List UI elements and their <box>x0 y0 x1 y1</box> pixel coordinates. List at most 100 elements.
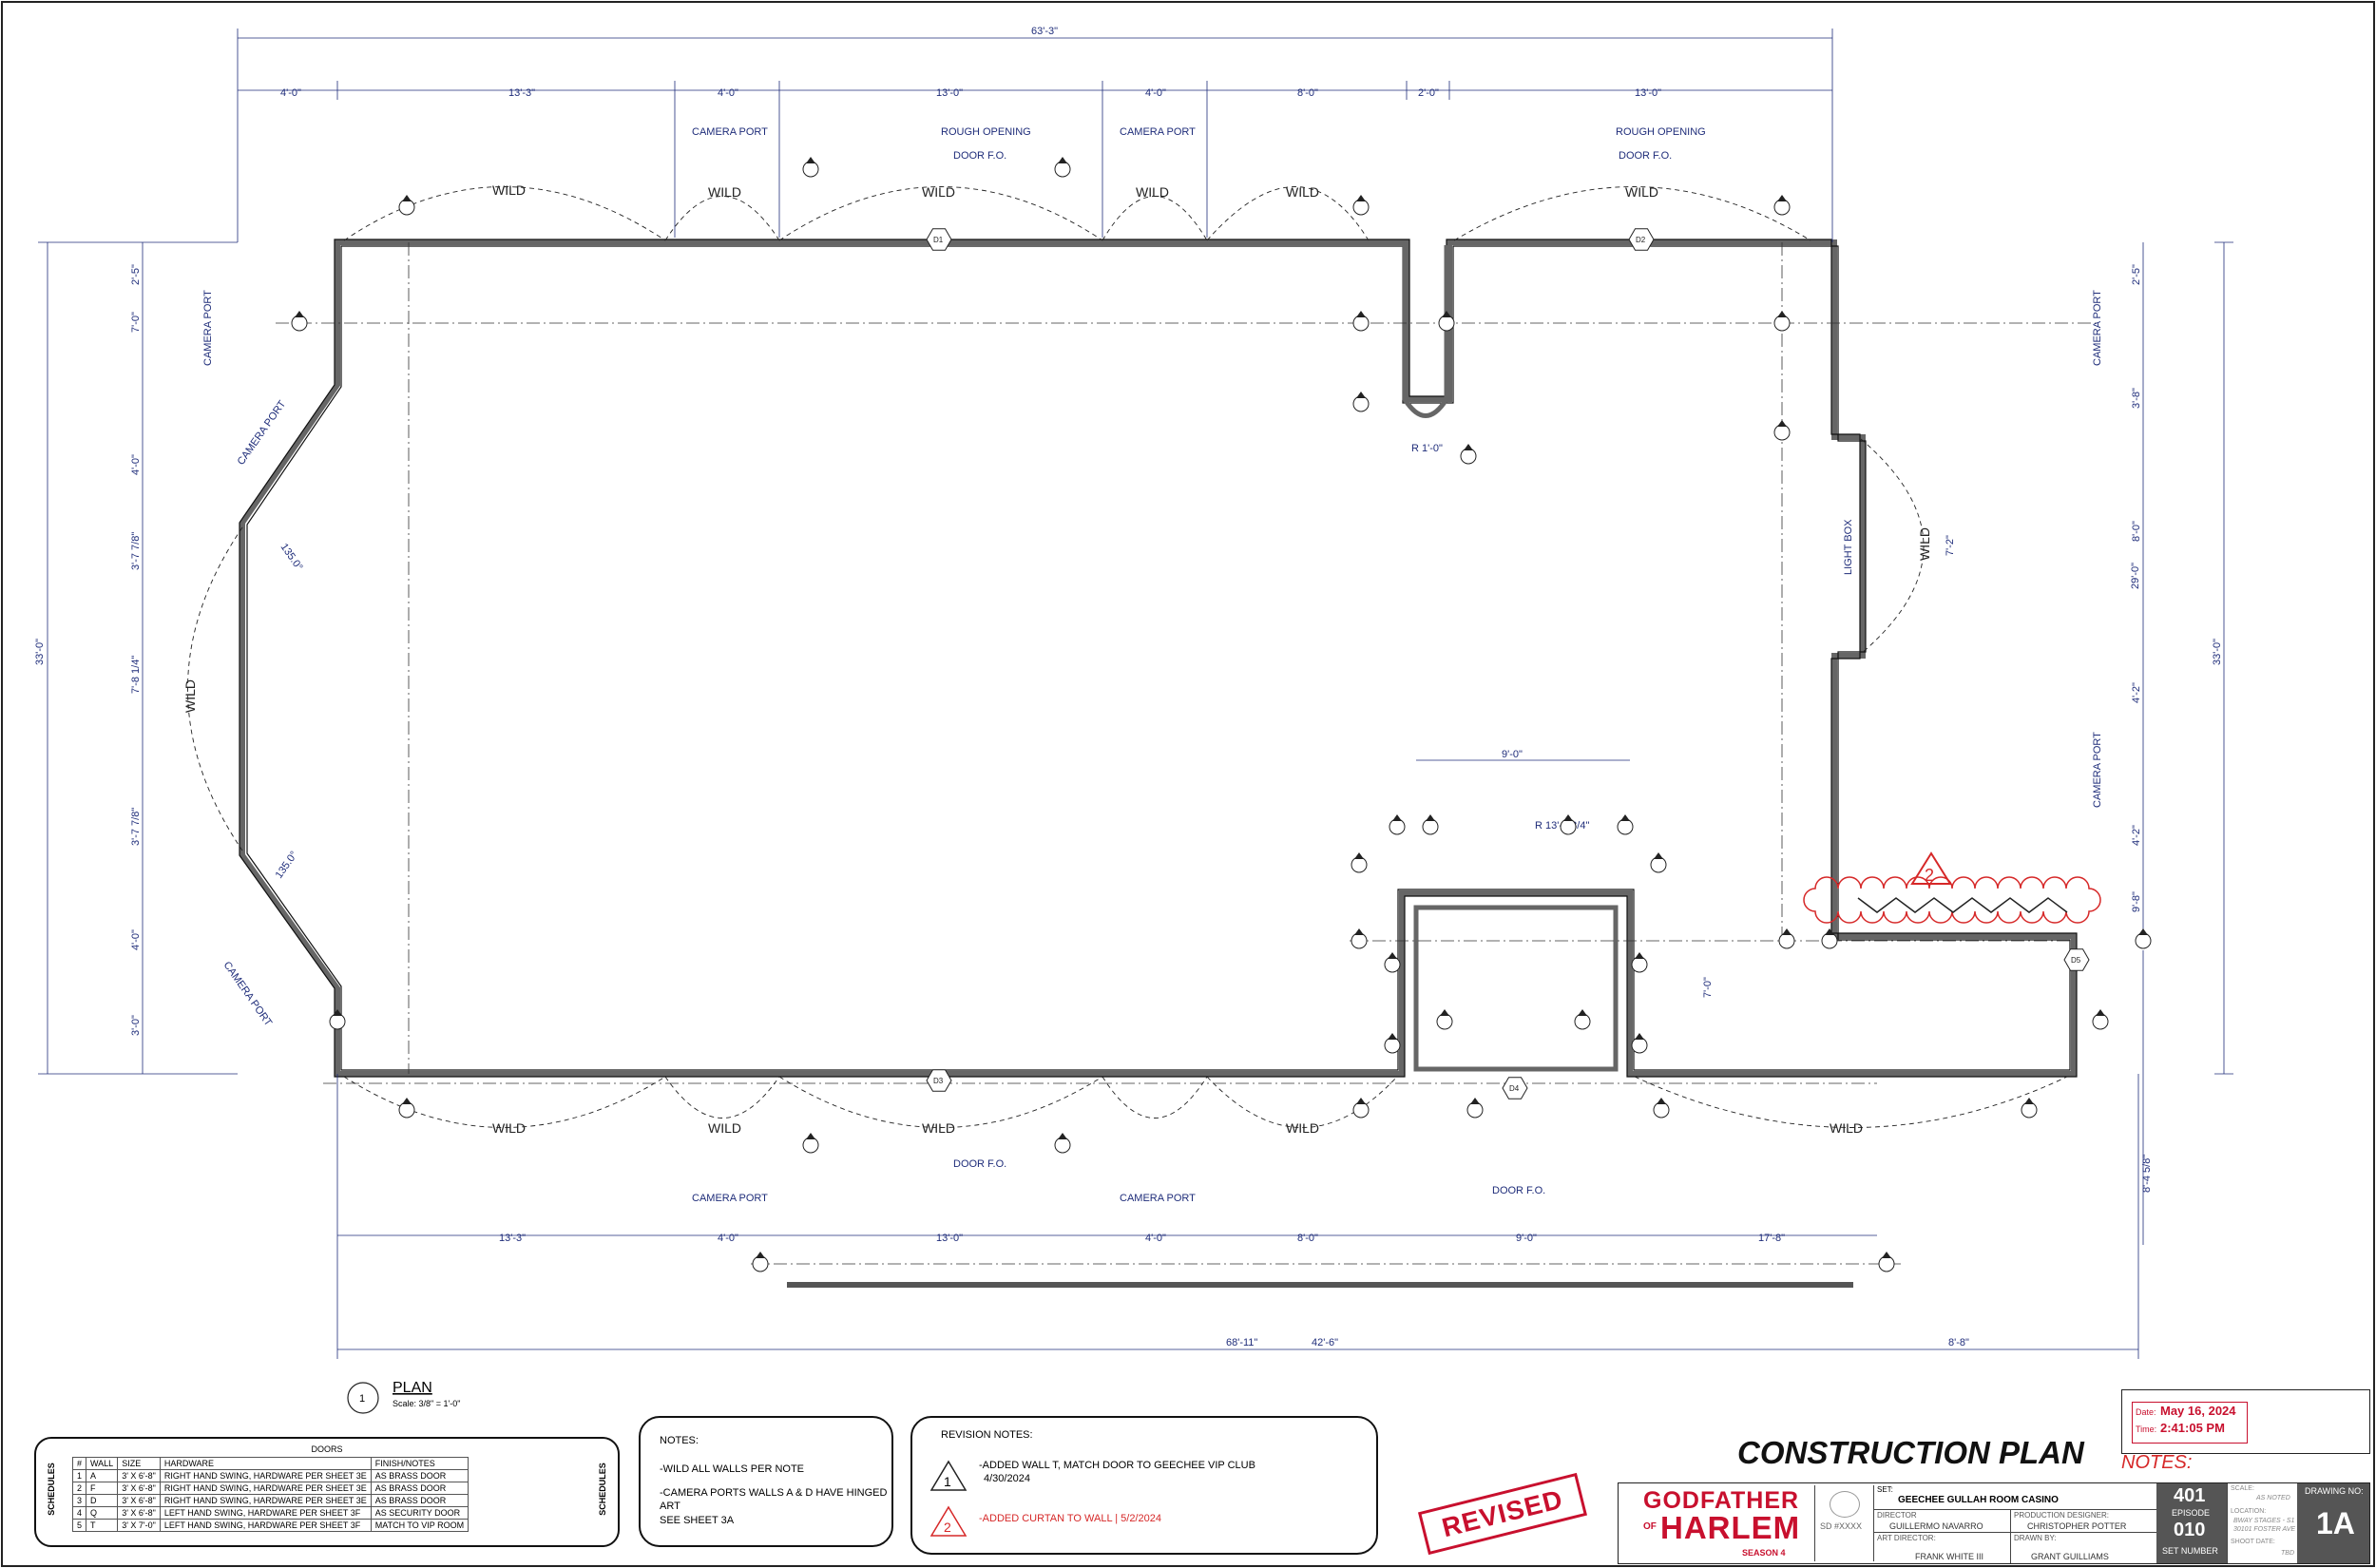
door-tag-hexagon <box>926 228 952 251</box>
schedule-cell: 3' X 6'-8" <box>117 1469 161 1482</box>
elevation-marker-arrow <box>1777 195 1787 201</box>
door-tag-label: D4 <box>1509 1084 1520 1093</box>
schedule-cell: RIGHT HAND SWING, HARDWARE PER SHEET 3E <box>159 1494 372 1507</box>
location-label: LOCATION: <box>2231 1508 2267 1515</box>
show-logo: GODFATHER OF HARLEM SEASON 4 <box>1624 1485 1815 1561</box>
elevation-marker-arrow <box>1354 928 1364 935</box>
wall-outline <box>240 239 2077 1077</box>
wild-label: WILD <box>1136 184 1169 200</box>
lightbox-height-dim: 7'-2" <box>1945 535 1956 556</box>
svg-text:2: 2 <box>944 1520 951 1535</box>
schedule-cell: F <box>86 1482 119 1495</box>
bottom-dim-text: 4'-0" <box>1145 1233 1166 1244</box>
rough-opening-label: ROUGH OPENING <box>941 126 1031 138</box>
notes-heading-red: NOTES: <box>2121 1452 2193 1473</box>
revision-2-triangle: 2 <box>929 1505 968 1537</box>
drawing-no-label: DRAWING NO: <box>2305 1486 2364 1496</box>
wild-label: WILD <box>1917 527 1932 561</box>
elevation-marker-arrow <box>333 1009 342 1016</box>
elevation-marker <box>1054 161 1071 178</box>
light-box-label: LIGHT BOX <box>1843 519 1854 575</box>
elevation-marker-arrow <box>1620 814 1630 821</box>
right-dim-text: 8'-0" <box>2131 521 2142 542</box>
revision-notes-box: REVISION NOTES: 1 -ADDED WALL T, MATCH D… <box>910 1416 1378 1555</box>
elevation-marker <box>1631 1037 1648 1054</box>
show-title-top: GODFATHER <box>1643 1487 1800 1514</box>
plan-number: 1 <box>359 1393 365 1405</box>
schedule-cell: 4 <box>71 1506 87 1520</box>
note-item: -WILD ALL WALLS PER NOTE <box>660 1463 805 1475</box>
camera-port-label: CAMERA PORT <box>221 960 275 1029</box>
elevation-marker-arrow <box>1058 1133 1067 1139</box>
elevation-marker-arrow <box>1635 1033 1644 1040</box>
elevation-marker-arrow <box>402 1098 412 1104</box>
schedule-cell: 1 <box>71 1469 87 1482</box>
pd-label: PRODUCTION DESIGNER: <box>2014 1511 2110 1520</box>
camera-port-label: CAMERA PORT <box>2092 290 2103 366</box>
elevation-marker-arrow <box>1470 1098 1480 1104</box>
elevation-marker-arrow <box>2138 928 2148 935</box>
set-number-label: SET NUMBER <box>2162 1546 2218 1556</box>
elevation-marker <box>1054 1137 1071 1154</box>
schedule-cell: LEFT HAND SWING, HARDWARE PER SHEET 3F <box>159 1519 372 1532</box>
top-dim-text: 13'-0" <box>936 87 963 99</box>
location-value: BWAY STAGES - S1 <box>2233 1518 2295 1524</box>
wild-label: WILD <box>492 182 526 198</box>
elevation-marker-arrow <box>1777 311 1787 317</box>
elevation-marker <box>1878 1255 1895 1272</box>
elevation-marker <box>752 1255 769 1272</box>
door-fo-label: DOOR F.O. <box>1619 150 1672 162</box>
wild-label: WILD <box>1286 184 1319 200</box>
elevation-marker <box>1773 424 1791 441</box>
door-tag-label: D1 <box>933 236 944 244</box>
elevation-marker-arrow <box>2096 1009 2105 1016</box>
episode-number: 010 <box>2174 1520 2206 1540</box>
angle-label: 135.0° <box>278 542 305 573</box>
door-tag-label: D5 <box>2071 956 2081 965</box>
schedule-cell: RIGHT HAND SWING, HARDWARE PER SHEET 3E <box>159 1469 372 1482</box>
elevation-marker-arrow <box>1825 928 1834 935</box>
door-tag-label: D2 <box>1636 236 1646 244</box>
door-tag-label: D3 <box>933 1077 944 1085</box>
right-total-dim: 33'-0" <box>2212 639 2223 665</box>
elevation-marker <box>291 315 308 332</box>
right-lower-dim: 8'-4 5/8" <box>2141 1155 2153 1193</box>
right-dim-text: 2'-5" <box>2131 264 2142 285</box>
elevation-marker <box>329 1013 346 1030</box>
wild-label: WILD <box>922 1120 955 1136</box>
elevation-marker-arrow <box>756 1252 765 1258</box>
scale-label: SCALE: <box>2231 1485 2254 1492</box>
revision-cloud: 2 <box>1803 851 2101 924</box>
elevation-marker <box>1384 956 1401 973</box>
ad-name: FRANK WHITE III <box>1915 1552 1983 1561</box>
title-block: GODFATHER OF HARLEM SEASON 4 SD #XXXX SE… <box>1618 1482 2370 1564</box>
schedule-cell: Q <box>86 1506 119 1520</box>
elevation-marker-arrow <box>1356 311 1366 317</box>
drawn-label: DRAWN BY: <box>2014 1534 2057 1542</box>
elevation-marker-arrow <box>1354 852 1364 859</box>
bottom-dim-text: 9'-0" <box>1516 1233 1537 1244</box>
revision-1-triangle: 1 <box>929 1460 968 1491</box>
bottom-dim-text: 13'-3" <box>499 1233 526 1244</box>
schedule-cell: 2 <box>71 1482 87 1495</box>
camera-port-label: CAMERA PORT <box>2092 732 2103 808</box>
right-dim-text: 9'-8" <box>2131 891 2142 912</box>
schedule-cell: LEFT HAND SWING, HARDWARE PER SHEET 3F <box>159 1506 372 1520</box>
elevation-marker <box>398 1101 415 1119</box>
door-tag-hexagon <box>926 1069 952 1092</box>
door-tag-hexagon <box>1502 1077 1528 1100</box>
elevation-markers <box>291 157 2152 1272</box>
left-dim-text: 4'-0" <box>130 929 142 950</box>
date-value: May 16, 2024 <box>2160 1404 2236 1418</box>
date-time-box: Date: May 16, 2024 Time: 2:41:05 PM <box>2121 1389 2370 1454</box>
angle-label: 135.0° <box>274 850 300 881</box>
plan-title: PLAN <box>393 1380 432 1396</box>
elevation-marker <box>1560 818 1577 835</box>
elevation-marker-arrow <box>1058 157 1067 163</box>
note-item: SEE SHEET 3A <box>660 1515 735 1526</box>
elevation-marker <box>1460 448 1477 465</box>
camera-port-label: CAMERA PORT <box>202 290 214 366</box>
